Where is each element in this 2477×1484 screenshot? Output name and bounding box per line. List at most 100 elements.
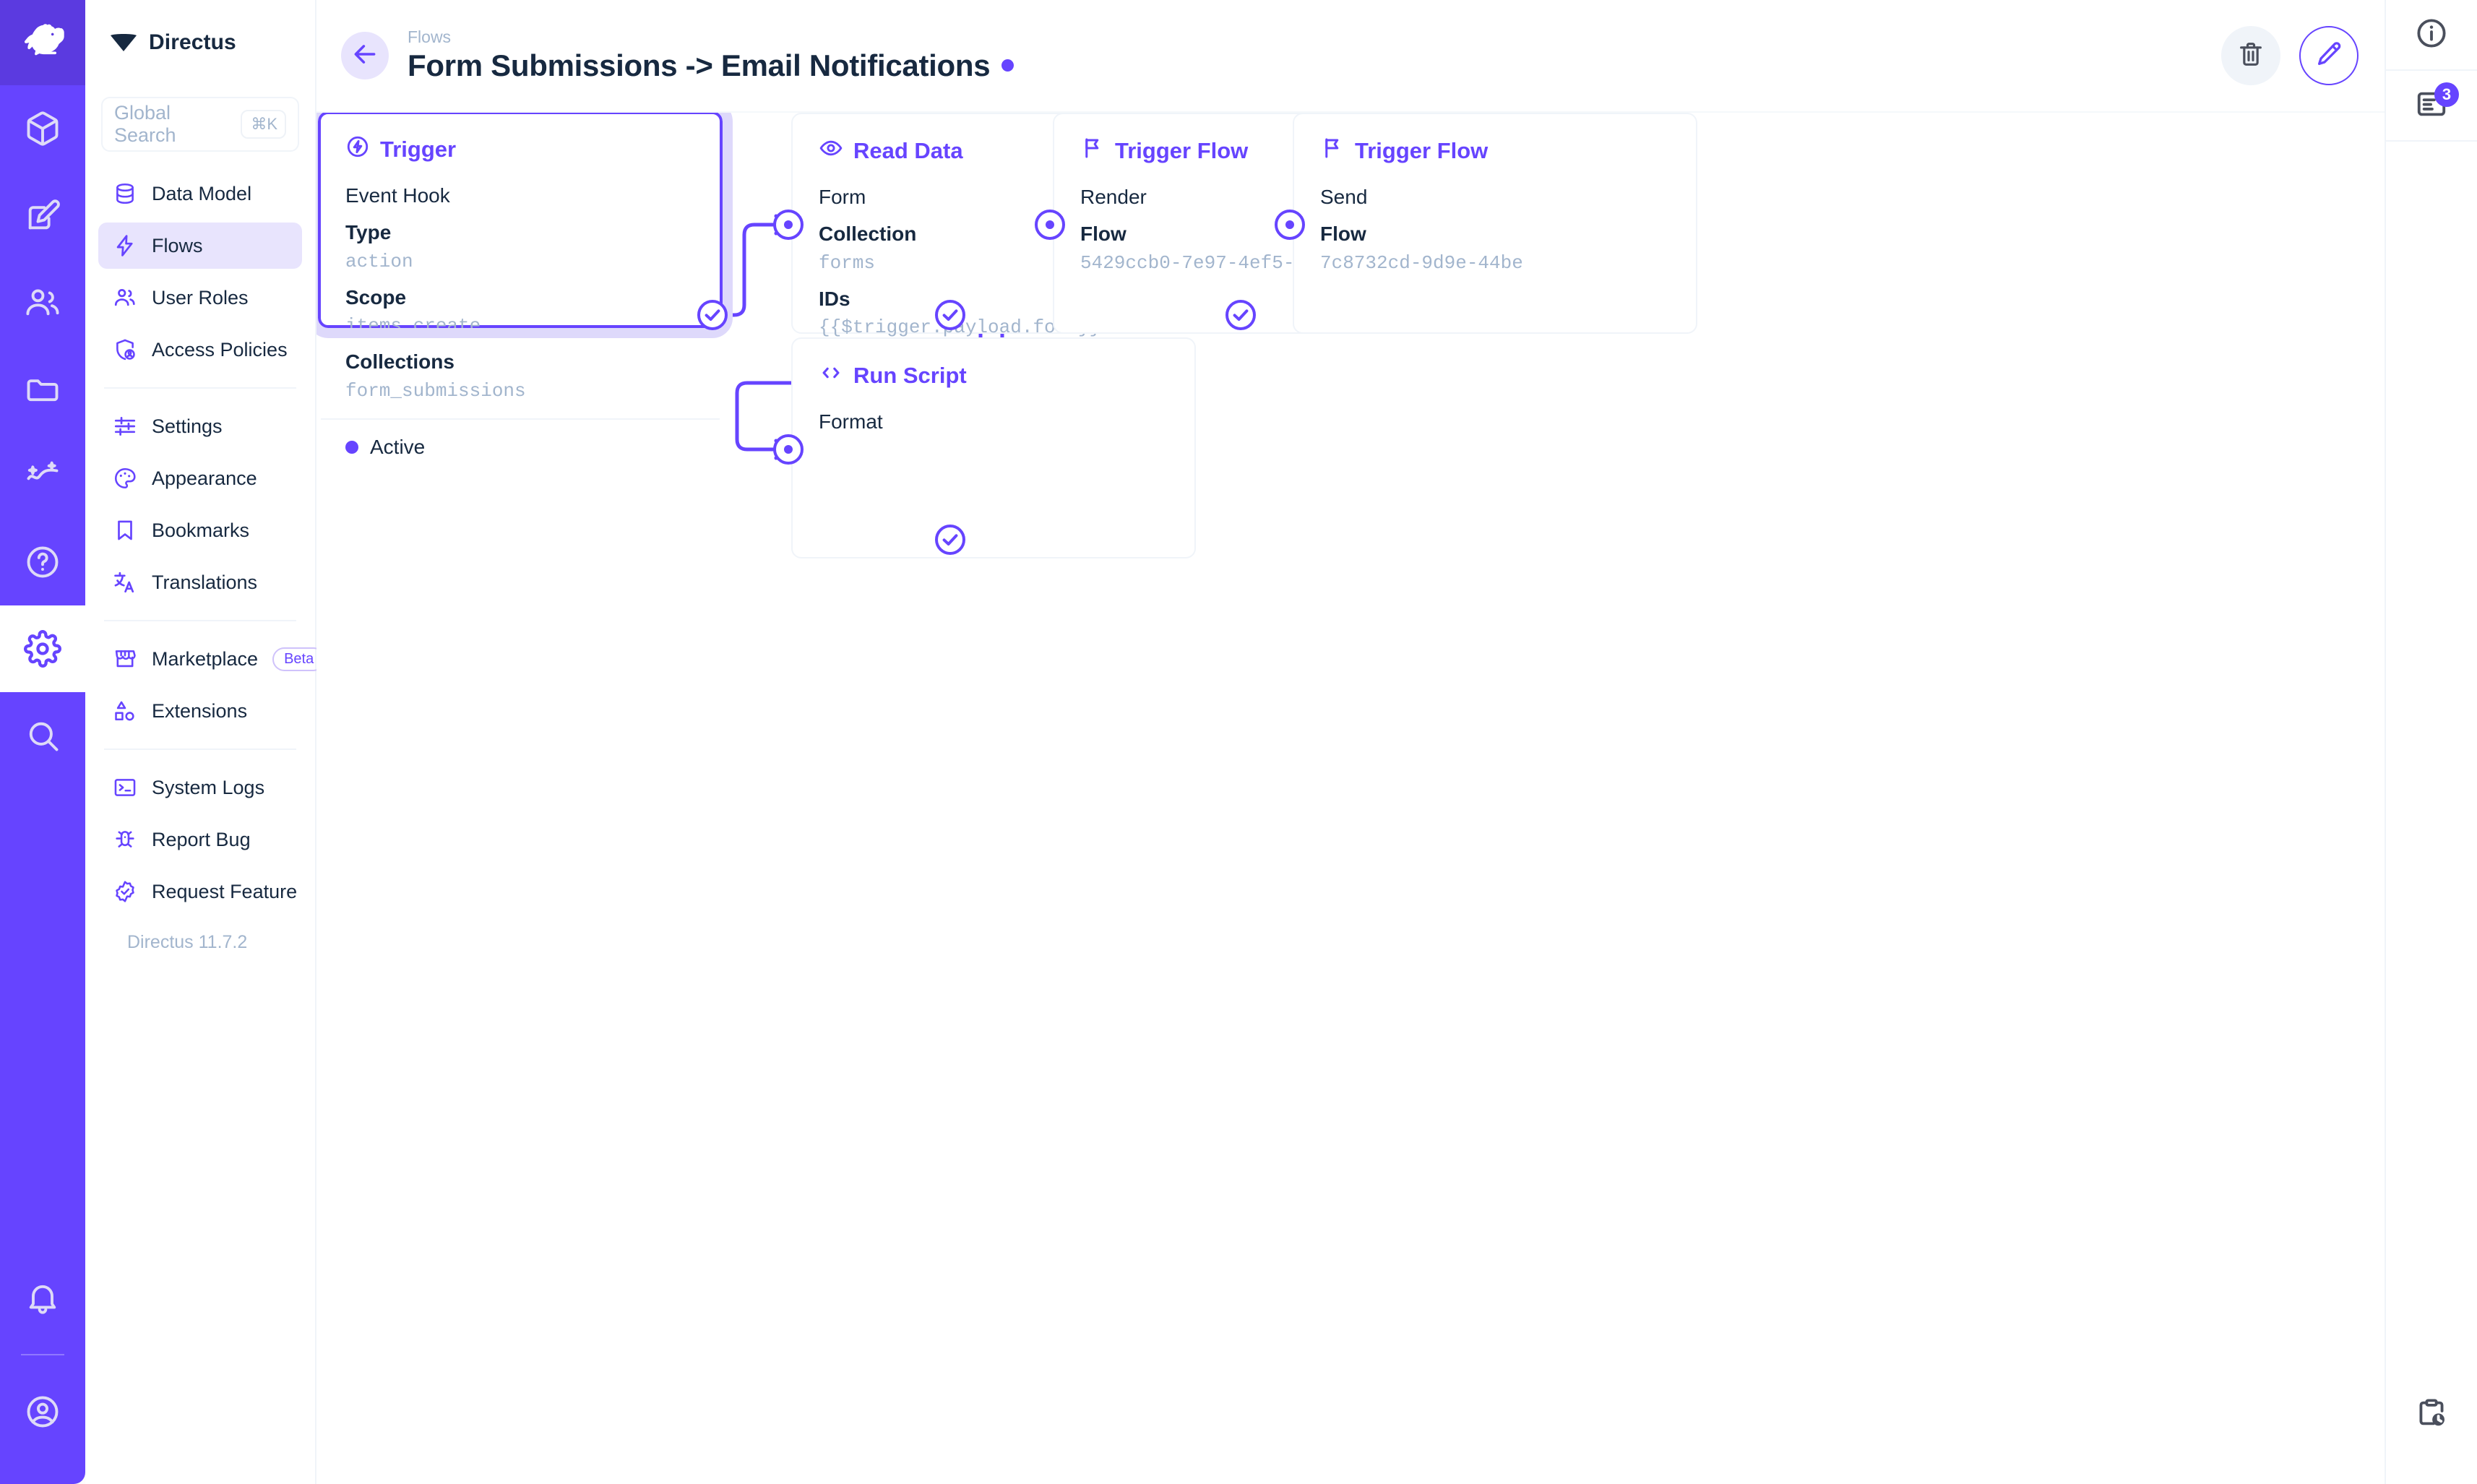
brand: Directus [98, 0, 302, 85]
sidebar-item-label: User Roles [152, 286, 249, 309]
info-circle-icon [2415, 17, 2448, 53]
account-button[interactable] [0, 1368, 85, 1455]
module-item-user-directory[interactable] [0, 259, 85, 345]
users-icon [113, 285, 137, 310]
sidebar-item-appearance[interactable]: Appearance [98, 455, 302, 501]
search-shortcut-key: ⌘K [241, 110, 286, 139]
flow-field-label-ids: IDs [819, 287, 850, 310]
flow-node-key: Event Hook [345, 184, 450, 207]
sidebar-item-translations[interactable]: Translations [98, 559, 302, 605]
brand-name: Directus [149, 30, 236, 54]
flow-field-label-collection: Collection [819, 223, 917, 245]
sidebar-item-label: Appearance [152, 467, 257, 489]
sidebar-item-bookmarks[interactable]: Bookmarks [98, 507, 302, 553]
flag-icon [1080, 136, 1105, 166]
delete-flow-button[interactable] [2221, 26, 2280, 85]
flow-port-output-trigger-flow-render[interactable] [1223, 298, 1258, 332]
sidebar-item-label: Flows [152, 234, 203, 256]
logs-badge: 3 [2434, 82, 2459, 107]
back-button[interactable] [341, 32, 389, 79]
module-bar [0, 0, 85, 1484]
flow-field-label-flow: Flow [1080, 223, 1127, 245]
flow-field-value-scope: items.create [345, 315, 481, 337]
module-item-editor[interactable] [0, 172, 85, 259]
status-badge [1001, 59, 1015, 72]
directus-diamond-icon [110, 33, 137, 52]
header-actions [2221, 26, 2358, 85]
sidebar-item-data-model[interactable]: Data Model [98, 171, 302, 217]
eye-icon [819, 136, 843, 166]
directus-logo-button[interactable] [0, 0, 85, 85]
flow-port-output-trigger[interactable] [695, 298, 730, 332]
module-item-settings[interactable] [0, 605, 85, 692]
nav-group-support: System Logs Report Bug Request Feature [98, 764, 302, 915]
search-placeholder: Global Search [114, 102, 176, 146]
sidebar-item-label: Extensions [152, 699, 248, 722]
flow-field-label-collections: Collections [345, 350, 455, 374]
flow-node-key: Format [819, 410, 883, 433]
module-item-search[interactable] [0, 692, 85, 779]
storefront-icon [113, 647, 137, 671]
sidebar-item-label: Request Feature [152, 880, 298, 902]
sidebar-item-extensions[interactable]: Extensions [98, 688, 302, 734]
sidebar-divider [104, 387, 296, 389]
sidebar-item-system-logs[interactable]: System Logs [98, 764, 302, 811]
activity-log-button[interactable] [2385, 1380, 2477, 1449]
status-dot [345, 440, 358, 454]
module-item-content[interactable] [0, 85, 85, 172]
flow-port-output-read-data[interactable] [933, 298, 968, 332]
search-input[interactable]: Global Search ⌘K [101, 97, 299, 152]
flow-field-label-type: Type [345, 221, 392, 243]
module-item-help[interactable] [0, 519, 85, 605]
page-header: Flows Form Submissions -> Email Notifica… [316, 0, 2385, 113]
flow-node-title: Read Data [819, 136, 1168, 166]
verified-icon [113, 879, 137, 904]
breadcrumb[interactable]: Flows [408, 27, 452, 47]
shield-person-icon [113, 337, 137, 362]
notifications-button[interactable] [0, 1254, 85, 1341]
flow-node-title: Trigger Flow [1320, 136, 1670, 166]
sidebar-divider [104, 620, 296, 621]
sidebar-item-request-feature[interactable]: Request Feature [98, 868, 302, 915]
bolt-icon [113, 233, 137, 258]
directus-rabbit-logo [20, 19, 65, 67]
nav-group-data: Data Model Flows User Roles Access Polic… [98, 171, 302, 373]
trigger-bolt-icon [345, 134, 370, 165]
flow-canvas[interactable]: Trigger Event Hook Type action Scope ite… [316, 113, 2385, 1484]
flow-field-label-flow: Flow [1320, 223, 1366, 245]
sidebar-item-access-policies[interactable]: Access Policies [98, 327, 302, 373]
sidebar-item-flows[interactable]: Flows [98, 223, 302, 269]
info-sidebar-button[interactable] [2385, 0, 2477, 69]
flow-port-input-read-data[interactable] [771, 207, 806, 242]
bookmark-icon [113, 518, 137, 543]
sidebar-item-report-bug[interactable]: Report Bug [98, 816, 302, 863]
flag-icon [1320, 136, 1345, 166]
edit-flow-button[interactable] [2299, 26, 2358, 85]
flow-node-title: Trigger [345, 134, 695, 165]
sidebar-item-label: Bookmarks [152, 519, 250, 541]
flow-field-value-flow: 7c8732cd-9d9e-44be [1320, 251, 1523, 274]
flow-node-run-script[interactable]: Run Script Format [791, 337, 1196, 558]
sidebar-divider [104, 749, 296, 750]
flow-port-input-run-script[interactable] [771, 432, 806, 467]
flow-node-trigger[interactable]: Trigger Event Hook Type action Scope ite… [316, 113, 733, 458]
sidebar-item-label: Settings [152, 415, 223, 437]
terminal-icon [113, 775, 137, 800]
flow-port-input-trigger-flow-send[interactable] [1272, 207, 1307, 242]
module-item-file-library[interactable] [0, 345, 85, 432]
sidebar-item-settings[interactable]: Settings [98, 403, 302, 449]
sidebar-item-label: Translations [152, 571, 258, 593]
sidebar-item-marketplace[interactable]: Marketplace Beta [98, 636, 326, 682]
flow-node-trigger-flow-send[interactable]: Trigger Flow Send Flow 7c8732cd-9d9e-44b… [1293, 113, 1697, 334]
flow-port-output-run-script[interactable] [933, 522, 968, 557]
trash-icon [2236, 40, 2265, 72]
sidebar-item-user-roles[interactable]: User Roles [98, 275, 302, 321]
flow-port-input-trigger-flow-render[interactable] [1033, 207, 1067, 242]
logs-sidebar-button[interactable]: 3 [2385, 71, 2477, 140]
flow-node-status: Active [370, 435, 426, 458]
tune-icon [113, 414, 137, 439]
module-item-insights[interactable] [0, 432, 85, 519]
sidebar-item-label: Data Model [152, 182, 252, 204]
main-content: Flows Form Submissions -> Email Notifica… [316, 0, 2385, 1484]
navigation-sidebar: Directus Global Search ⌘K Data Model Flo… [85, 0, 326, 1484]
